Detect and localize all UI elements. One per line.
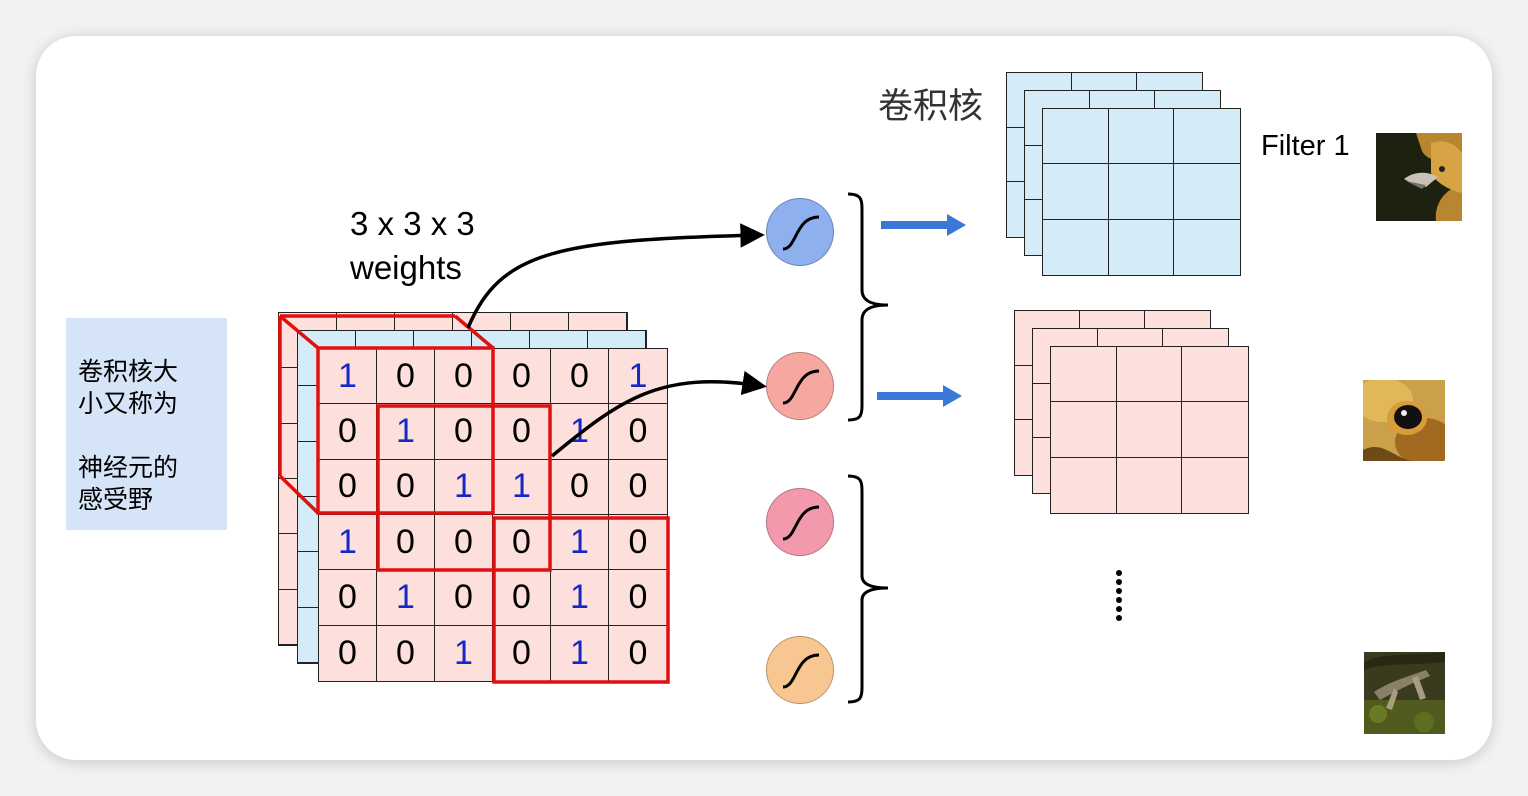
matrix-cell: 1 xyxy=(377,404,435,460)
matrix-cell: 0 xyxy=(493,349,551,405)
matrix-cell: 0 xyxy=(377,349,435,405)
matrix-cell: 0 xyxy=(609,460,667,515)
matrix-cell: 0 xyxy=(609,515,667,571)
curly-brace-icon xyxy=(847,474,889,704)
neuron-blue xyxy=(766,198,834,266)
vertical-ellipsis-icon xyxy=(1116,570,1122,621)
weights-word: weights xyxy=(350,249,462,286)
sigmoid-icon xyxy=(782,653,820,689)
weights-dims: 3 x 3 x 3 xyxy=(350,205,475,242)
matrix-cell: 0 xyxy=(609,404,667,460)
note-line: 神经元的 xyxy=(78,453,179,482)
note-line: 感受野 xyxy=(78,485,154,514)
receptive-field-top-left xyxy=(278,314,495,515)
matrix-cell: 0 xyxy=(377,625,435,681)
neuron-pink xyxy=(766,488,834,556)
bird-beak-thumbnail xyxy=(1376,133,1462,221)
filter-label: Filter 1 xyxy=(1261,130,1350,162)
bird-eye-thumbnail xyxy=(1363,380,1445,461)
receptive-field-middle xyxy=(376,404,552,572)
matrix-cell: 1 xyxy=(551,404,609,460)
matrix-cell: 0 xyxy=(493,570,551,626)
kernel-blue-layer-front xyxy=(1042,108,1241,276)
neuron-salmon xyxy=(766,352,834,420)
matrix-cell: 1 xyxy=(551,570,609,626)
bird-feet-image xyxy=(1364,652,1445,734)
matrix-cell: 0 xyxy=(628,633,648,672)
bird-feet-thumbnail xyxy=(1364,652,1445,734)
curved-arrow-to-salmon-neuron xyxy=(550,370,767,458)
note-line: 卷积核大 xyxy=(78,357,179,386)
weights-label: 3 x 3 x 3 weights xyxy=(350,202,475,290)
matrix-cell: 1 xyxy=(551,514,609,571)
matrix-cell: 1 xyxy=(377,570,435,626)
neuron-orange xyxy=(766,636,834,704)
matrix-cell: 0 xyxy=(609,570,667,626)
bird-eye-image xyxy=(1363,380,1445,461)
kernel-pink-layer-front xyxy=(1050,346,1249,514)
matrix-cell: 0 xyxy=(319,625,377,681)
matrix-cell: 1 xyxy=(609,349,667,405)
matrix-cell: 0 xyxy=(319,570,377,626)
matrix-cell: 0 xyxy=(551,459,609,515)
curved-arrow-to-blue-neuron xyxy=(466,223,765,329)
sigmoid-icon xyxy=(782,505,820,541)
matrix-cell: 1 xyxy=(551,625,609,681)
sigmoid-icon xyxy=(782,369,820,405)
sigmoid-icon xyxy=(782,215,820,251)
receptive-field-bottom-right xyxy=(492,516,670,684)
matrix-cell: 0 xyxy=(551,349,609,405)
note-line: 小又称为 xyxy=(78,389,179,418)
kernel-label: 卷积核 xyxy=(878,87,984,127)
right-arrow-icon xyxy=(877,385,962,407)
bird-beak-image xyxy=(1376,133,1462,221)
receptive-field-note: 卷积核大 小又称为 神经元的 感受野 xyxy=(66,318,227,530)
curly-brace-icon xyxy=(847,192,889,422)
matrix-cell: 0 xyxy=(493,625,551,681)
right-arrow-icon xyxy=(881,214,966,236)
matrix-cell: 1 xyxy=(319,349,377,405)
